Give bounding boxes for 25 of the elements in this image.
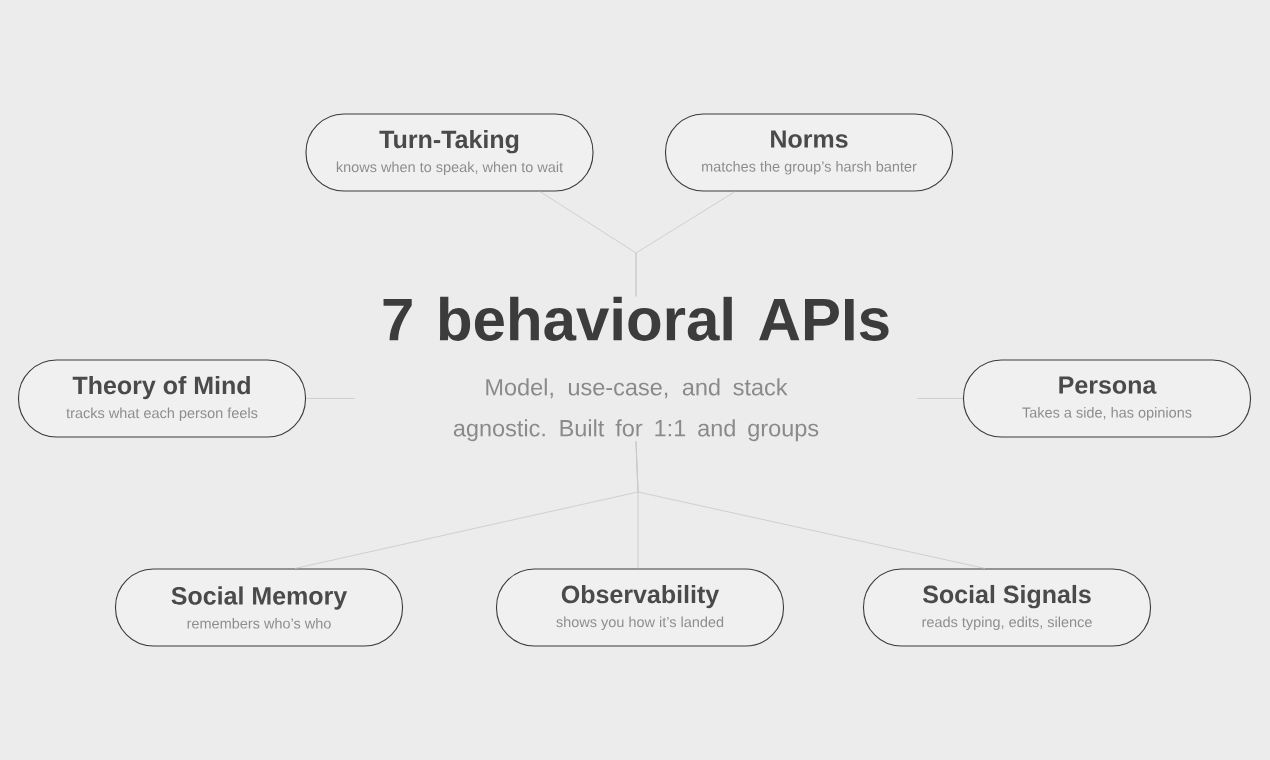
connector-line: [635, 191, 736, 297]
api-description: knows when to speak, when to wait: [336, 161, 563, 176]
api-pill: [862, 568, 1152, 647]
api-description: reads typing, edits, silence: [922, 616, 1092, 631]
api-name: Persona: [1059, 376, 1157, 394]
api-name: Theory of Mind: [72, 375, 250, 400]
api-pill: [495, 568, 785, 647]
subtitle: Model, use-case, and stack agnostic. Built for 1:1 and groups: [453, 378, 819, 442]
api-description: matches the group’s harsh banter: [702, 161, 917, 175]
heading: 7 behavioral APIs: [383, 296, 889, 341]
api-name: Observability: [561, 584, 720, 609]
connector-line: [635, 440, 986, 569]
api-description: shows you how it’s landed: [556, 616, 724, 631]
api-name: Social Memory: [171, 586, 348, 610]
api-description: tracks what each person feels: [66, 407, 258, 422]
api-name: Norms: [771, 130, 848, 148]
api-description: remembers who’s who: [187, 617, 331, 629]
api-pill: [305, 113, 594, 192]
api-pill: [664, 113, 954, 192]
api-pill: [114, 568, 404, 647]
api-description: Takes a side, has opinions: [1022, 407, 1192, 421]
api-name: Social Signals: [922, 584, 1091, 609]
api-name: Turn-Taking: [379, 129, 519, 154]
api-pill: [962, 359, 1252, 438]
api-pill: [17, 359, 307, 438]
